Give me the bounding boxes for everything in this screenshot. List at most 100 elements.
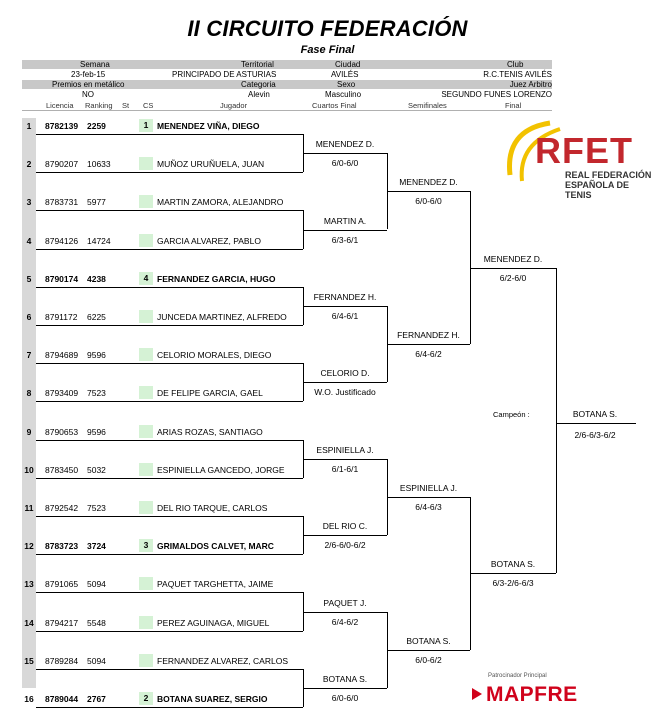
player-name: BOTANA SUAREZ, SERGIO xyxy=(157,694,268,704)
row-number: 10 xyxy=(24,464,34,475)
qf-score: 6/3-6/1 xyxy=(331,234,359,245)
sponsor-logo: MAPFRE xyxy=(486,683,578,706)
player-seed-box xyxy=(139,157,153,171)
player-licencia: 8794689 xyxy=(45,350,79,361)
player-line xyxy=(36,477,303,479)
player-licencia: 8783450 xyxy=(45,464,79,475)
player-name: ARIAS ROZAS, SANTIAGO xyxy=(157,426,263,437)
qf-score: 6/4-6/1 xyxy=(331,310,359,321)
row-number: 7 xyxy=(26,350,32,361)
player-line xyxy=(36,439,303,441)
sf-line xyxy=(387,496,470,498)
player-licencia: 8790653 xyxy=(45,426,79,437)
sf-winner: BOTANA S. xyxy=(406,635,451,646)
sf-score: 6/0-6/2 xyxy=(415,654,442,665)
sexo-label: Sexo xyxy=(337,80,356,89)
semana-value: 23-feb-15 xyxy=(71,70,106,79)
player-line xyxy=(36,210,303,212)
player-seed-box: 1 xyxy=(139,119,153,132)
sf-winner: MENENDEZ D. xyxy=(399,177,458,188)
row-number: 9 xyxy=(26,426,32,437)
player-name: DEL RIO TARQUE, CARLOS xyxy=(157,503,268,513)
territorial-value: PRINCIPADO DE ASTURIAS xyxy=(172,70,277,79)
player-ranking: 5548 xyxy=(87,617,106,628)
player-line xyxy=(36,248,303,250)
champion-label: Campeón : xyxy=(493,410,530,419)
player-name: GARCIA ALVAREZ, PABLO xyxy=(157,235,261,246)
row-number: 14 xyxy=(24,617,34,628)
player-ranking: 7523 xyxy=(87,503,106,513)
rfet-ball-icon xyxy=(507,120,561,182)
semana-label: Semana xyxy=(80,60,110,69)
player-name: MARTIN ZAMORA, ALEJANDRO xyxy=(157,197,284,208)
rfet-logo-line1: REAL FEDERACIÓN xyxy=(565,170,652,180)
champion-connector xyxy=(556,267,557,574)
header-row1-labels: Semana Territorial Ciudad Club xyxy=(22,60,552,69)
row-number: 2 xyxy=(26,159,32,170)
player-ranking: 14724 xyxy=(87,235,111,246)
col-final: Final xyxy=(505,101,522,110)
sf-connector xyxy=(387,305,388,383)
page-subtitle: Fase Final xyxy=(300,44,355,56)
row-number: 6 xyxy=(26,312,32,322)
sf-score: 6/4-6/3 xyxy=(415,501,442,512)
qf-winner: MARTIN A. xyxy=(323,215,367,226)
sf-line xyxy=(387,344,470,346)
player-name: DE FELIPE GARCIA, GAEL xyxy=(157,388,263,399)
sf-score: 6/0-6/0 xyxy=(415,196,442,207)
qf-line xyxy=(303,535,387,537)
rfet-logo-line2: ESPAÑOLA DE TENIS xyxy=(565,180,630,200)
player-name: GRIMALDOS CALVET, MARC xyxy=(157,541,274,552)
final-line xyxy=(470,573,556,575)
sf-connector xyxy=(387,458,388,536)
qf-score: 2/6-6/0-6/2 xyxy=(324,540,366,551)
player-line xyxy=(36,134,303,135)
player-ranking: 4238 xyxy=(87,273,106,284)
player-ranking: 2259 xyxy=(87,121,106,131)
header-row2-labels: Premios en metálico Categoria Sexo Juez … xyxy=(22,80,552,89)
qf-winner: BOTANA S. xyxy=(322,673,368,684)
mapfre-logo-icon xyxy=(472,688,482,700)
player-seed-box xyxy=(139,462,153,476)
col-ranking: Ranking xyxy=(85,101,113,110)
row-number: 4 xyxy=(26,235,32,246)
player-seed-box xyxy=(139,501,153,514)
qf-line xyxy=(303,382,387,384)
player-name: JUNCEDA MARTINEZ, ALFREDO xyxy=(157,312,287,322)
player-ranking: 2767 xyxy=(87,694,106,704)
player-licencia: 8791172 xyxy=(45,312,78,322)
row-number-strip xyxy=(22,118,36,688)
player-seed-box xyxy=(139,348,153,362)
player-licencia: 8793409 xyxy=(45,388,79,399)
qf-winner: MENENDEZ D. xyxy=(315,139,375,150)
player-ranking: 6225 xyxy=(87,312,106,322)
juez-value: SEGUNDO FUNES LORENZO xyxy=(441,90,552,99)
ciudad-label: Ciudad xyxy=(335,60,361,69)
champion-line xyxy=(556,423,636,424)
player-line xyxy=(36,630,303,632)
player-ranking: 5094 xyxy=(87,579,106,590)
qf-score: 6/4-6/2 xyxy=(331,616,359,627)
player-name: ESPINIELLA GANCEDO, JORGE xyxy=(157,464,285,475)
player-line xyxy=(36,554,303,556)
player-ranking: 10633 xyxy=(87,159,111,170)
player-line xyxy=(36,363,303,365)
player-seed-box xyxy=(139,195,153,209)
categoria-value: Alevin xyxy=(248,90,270,99)
qf-line xyxy=(303,305,387,307)
player-seed-box xyxy=(139,653,153,667)
player-seed-box: 4 xyxy=(139,271,153,285)
row-number: 5 xyxy=(26,273,32,284)
player-ranking: 9596 xyxy=(87,426,106,437)
row-number: 1 xyxy=(26,121,32,131)
sf-line xyxy=(387,191,470,193)
player-licencia: 8783723 xyxy=(45,541,79,552)
header-row1-values: 23-feb-15 PRINCIPADO DE ASTURIAS AVILÉS … xyxy=(22,70,552,79)
player-licencia: 8790174 xyxy=(45,273,79,284)
final-winner: BOTANA S. xyxy=(490,559,536,570)
row-number: 8 xyxy=(26,388,32,399)
player-licencia: 8782139 xyxy=(45,121,79,131)
sf-line xyxy=(387,649,470,651)
qf-line xyxy=(303,687,387,689)
player-line xyxy=(36,325,303,326)
